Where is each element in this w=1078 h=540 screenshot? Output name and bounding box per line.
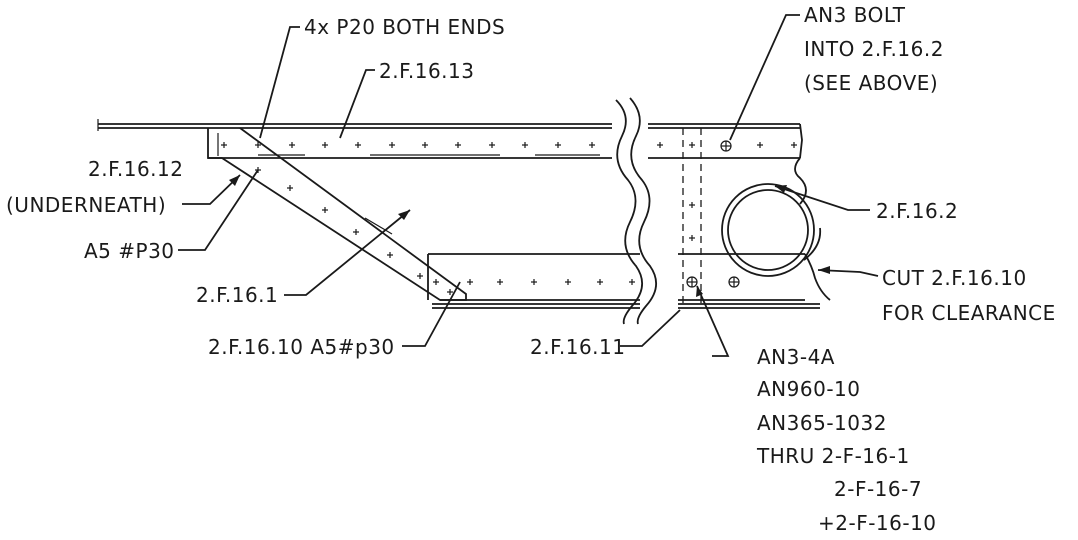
label-see-above: (SEE ABOVE) bbox=[804, 71, 938, 95]
label-2f16-7: 2-F-16-7 bbox=[834, 477, 922, 501]
label-an3-bolt: AN3 BOLT bbox=[804, 3, 906, 27]
label-an3-4a: AN3-4A bbox=[757, 345, 835, 369]
label-2f16-1: 2.F.16.1 bbox=[196, 283, 278, 307]
leader-lines bbox=[178, 14, 879, 357]
label-2f16-10: 2.F.16.10 A5#p30 bbox=[208, 335, 395, 359]
label-2f16-2: 2.F.16.2 bbox=[876, 199, 958, 223]
vertical-member bbox=[682, 128, 702, 304]
label-4x-p20: 4x P20 BOTH ENDS bbox=[304, 15, 505, 39]
label-thru-2f16-1: THRU 2-F-16-1 bbox=[756, 444, 910, 468]
label-an960-10: AN960-10 bbox=[757, 377, 860, 401]
label-an365-1032: AN365-1032 bbox=[757, 411, 887, 435]
bolt-symbols bbox=[686, 140, 740, 288]
label-into-2f16-2: INTO 2.F.16.2 bbox=[804, 37, 944, 61]
lower-angle bbox=[427, 253, 831, 309]
label-underneath: (UNDERNEATH) bbox=[6, 193, 166, 217]
upper-longeron bbox=[97, 119, 807, 205]
rivet-pattern bbox=[221, 142, 797, 295]
label-plus-2f16-10: +2-F-16-10 bbox=[818, 511, 937, 535]
label-2f16-12: 2.F.16.12 bbox=[88, 157, 184, 181]
tube-2f16-2 bbox=[721, 183, 822, 277]
label-cut-2f16-10: CUT 2.F.16.10 bbox=[882, 266, 1027, 290]
drawing-labels: 4x P20 BOTH ENDS 2.F.16.13 AN3 BOLT INTO… bbox=[6, 3, 1056, 535]
label-for-clearance: FOR CLEARANCE bbox=[882, 301, 1056, 325]
label-2f16-13: 2.F.16.13 bbox=[379, 59, 475, 83]
label-a5-p30: A5 #P30 bbox=[84, 239, 175, 263]
label-2f16-11: 2.F.16.11 bbox=[530, 335, 626, 359]
break-lines bbox=[615, 97, 657, 325]
